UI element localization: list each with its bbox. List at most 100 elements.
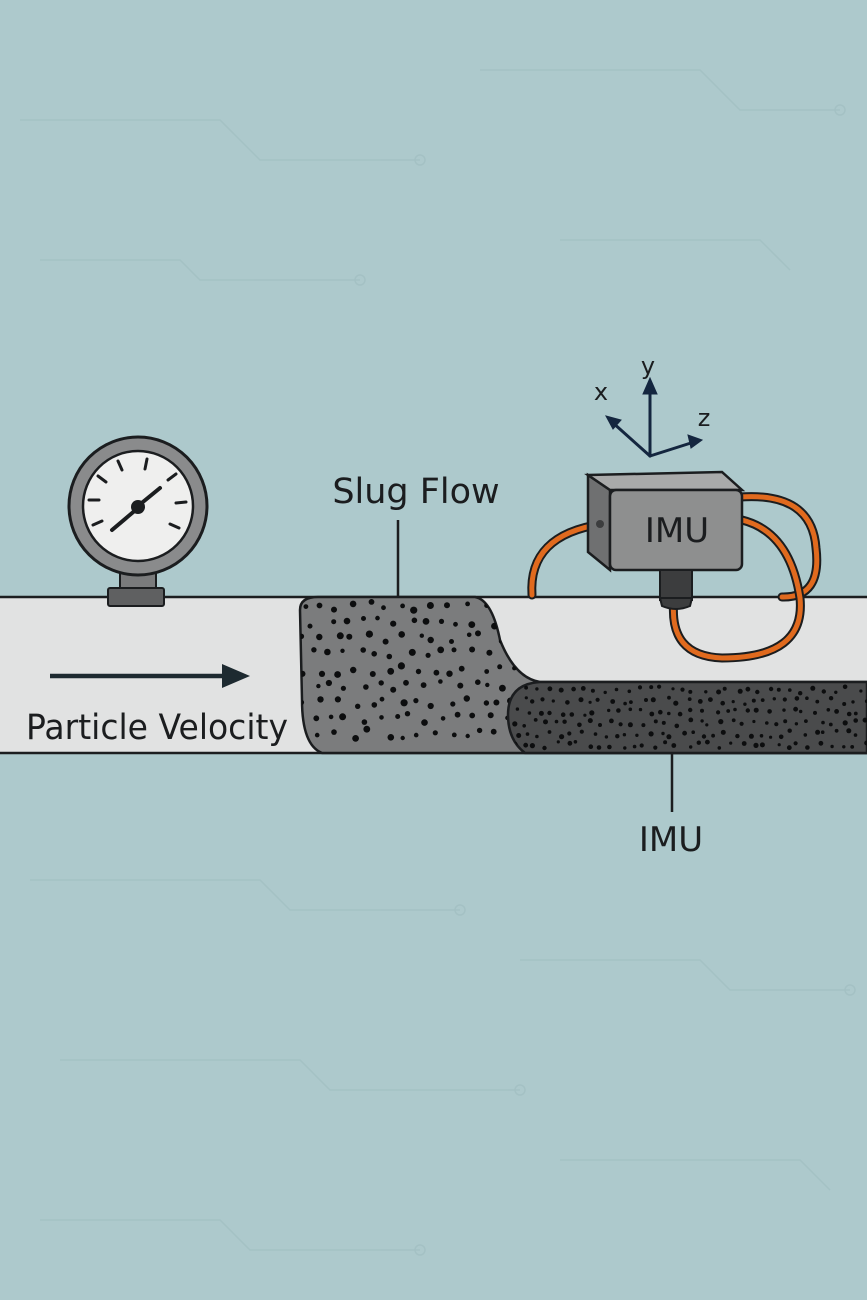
slug-particle <box>404 711 411 717</box>
slug-particle <box>493 699 500 706</box>
bed-particle <box>818 740 824 746</box>
slug-particle <box>458 665 465 672</box>
slug-particle <box>343 617 351 625</box>
bed-particle <box>722 686 727 691</box>
slug-particle <box>334 696 341 703</box>
slug-particle <box>484 669 490 674</box>
slug-particle <box>465 733 470 739</box>
slug-particle <box>444 602 450 609</box>
bed-particle <box>661 731 665 736</box>
bed-particle <box>573 740 578 744</box>
slug-particle <box>325 679 332 687</box>
slug-particle <box>398 631 406 638</box>
bed-particle <box>826 708 831 712</box>
slug-particle <box>453 621 458 627</box>
slug-particle <box>451 732 457 738</box>
slug-particle <box>390 686 397 693</box>
slug-particle <box>381 605 386 611</box>
slug-particle <box>469 646 476 653</box>
bed-particle <box>603 690 607 695</box>
slug-particle <box>371 702 378 708</box>
bed-particle <box>708 697 713 702</box>
particle-bed <box>506 680 867 755</box>
bed-particle <box>639 743 644 748</box>
bed-particle <box>661 720 666 725</box>
slug-particle <box>499 684 506 692</box>
bed-particle <box>793 741 798 746</box>
bed-particle <box>523 742 529 748</box>
slug-particle <box>365 630 373 638</box>
bed-particle <box>547 710 552 716</box>
slug-particle <box>400 699 408 707</box>
slug-particle <box>476 727 483 734</box>
bed-particle <box>588 700 592 704</box>
slug-particle <box>387 667 395 675</box>
bed-particle <box>767 709 772 714</box>
bed-particle <box>593 732 598 736</box>
bed-particle <box>778 734 784 740</box>
bed-particle <box>743 702 747 706</box>
bed-particle <box>562 719 567 724</box>
slug-particle <box>454 711 461 718</box>
slug-particle <box>316 633 323 641</box>
bed-particle <box>842 745 846 749</box>
slug-particle <box>360 647 367 653</box>
bed-particle <box>862 717 867 723</box>
slug-particle <box>382 638 389 645</box>
bed-particle <box>793 706 798 712</box>
bed-particle <box>535 687 539 691</box>
bed-particle <box>543 719 548 725</box>
slug-particle <box>450 701 456 707</box>
slug-particle <box>379 715 384 720</box>
slug-particle <box>403 679 409 686</box>
bed-particle <box>547 730 552 734</box>
bed-particle <box>851 700 855 704</box>
bed-particle <box>618 722 623 727</box>
bed-particle <box>559 734 565 740</box>
bed-particle <box>717 746 722 750</box>
bed-particle <box>737 688 743 694</box>
bed-particle <box>765 721 769 725</box>
bed-particle <box>610 699 616 704</box>
bed-particle <box>622 733 627 737</box>
bed-particle <box>583 713 587 717</box>
slug-particle <box>415 668 422 675</box>
bed-particle <box>787 728 792 733</box>
bed-particle <box>853 733 858 737</box>
slug-particle <box>411 617 418 624</box>
bed-particle <box>632 744 637 749</box>
bed-particle <box>567 731 572 736</box>
slug-particle <box>355 703 361 709</box>
bed-particle <box>515 707 520 711</box>
bed-particle <box>731 700 735 704</box>
slug-particle <box>421 719 428 726</box>
bed-particle <box>755 689 760 695</box>
bed-particle <box>828 722 833 727</box>
slug-particle <box>490 728 497 735</box>
slug-particle <box>400 603 405 609</box>
slug-particle <box>475 679 481 685</box>
slug-particle <box>363 684 369 690</box>
slug-particle <box>386 653 393 660</box>
bed-particle <box>798 691 803 696</box>
bed-particle <box>527 711 532 715</box>
slug-particle <box>486 649 493 656</box>
bed-particle <box>623 746 627 750</box>
bed-particle <box>696 740 701 745</box>
bed-particle <box>716 710 721 715</box>
slug-particle <box>379 696 385 702</box>
bed-particle <box>701 734 707 739</box>
bed-particle <box>803 733 808 737</box>
bed-particle <box>653 745 658 750</box>
bed-particle <box>804 719 808 723</box>
bed-particle <box>759 734 764 738</box>
bed-particle <box>547 686 553 692</box>
bed-particle <box>524 685 528 690</box>
slug-particle <box>468 621 476 628</box>
slug-particle <box>463 695 470 702</box>
slug-particle <box>419 633 424 638</box>
bed-particle <box>748 733 754 739</box>
bed-particle <box>842 684 848 690</box>
slug-particle <box>316 602 323 609</box>
